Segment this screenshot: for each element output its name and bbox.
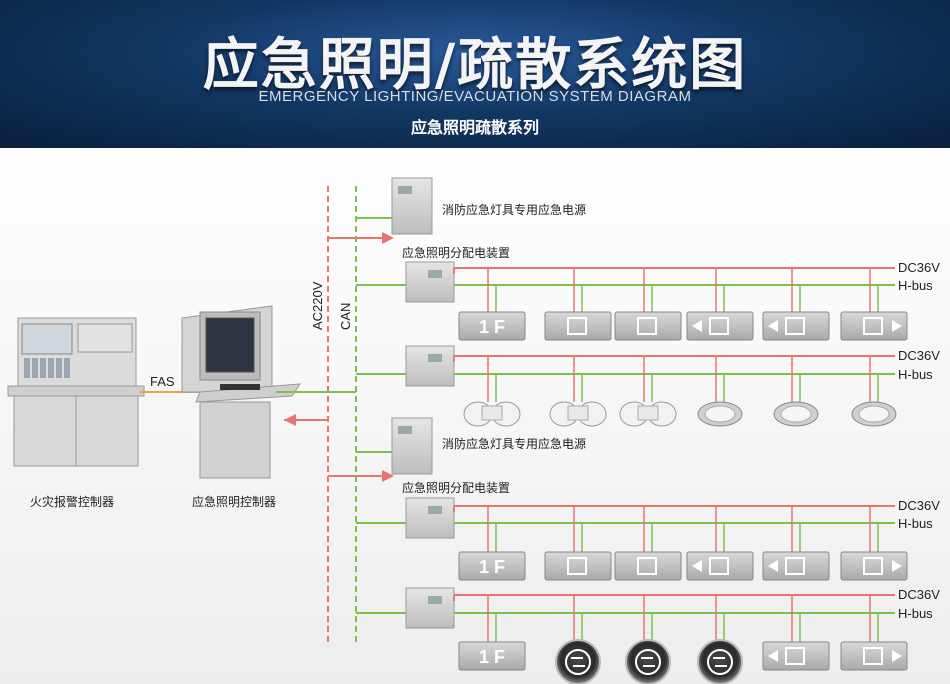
arrow-bars: [641, 657, 655, 667]
exit-door-icon: [637, 557, 657, 575]
direction-arrows-icon: [707, 649, 733, 675]
round-evacuation-sign: [555, 639, 601, 684]
exit-door-icon: [863, 557, 883, 575]
direction-arrows-icon: [565, 649, 591, 675]
diagram-canvas: 火灾报警控制器 FAS 应急照明控制器 AC220V CAN 消防应急灯具专用应…: [0, 148, 950, 684]
device-display: [428, 506, 442, 514]
arrow-right-icon: [892, 650, 902, 662]
evacuation-sign: [840, 641, 908, 671]
exit-door-icon: [567, 317, 587, 335]
evacuation-sign: [544, 311, 612, 341]
lamp-body: [637, 405, 659, 421]
evacuation-sign: [762, 551, 830, 581]
device-display: [428, 270, 442, 278]
power-supply-2-label: 消防应急灯具专用应急电源: [442, 436, 586, 451]
arrow-left-icon: [768, 320, 778, 332]
exit-door-icon: [785, 557, 805, 575]
arrow-right-icon: [892, 320, 902, 332]
round-evacuation-sign: [697, 639, 743, 684]
dist-device-2-label: 应急照明分配电装置: [402, 480, 510, 495]
fire-alarm-controller-label: 火灾报警控制器: [30, 494, 114, 509]
evacuation-sign: [458, 551, 526, 581]
page-subtitle-cn: 应急照明疏散系列: [410, 118, 539, 137]
emergency-lighting-controller: [181, 305, 301, 479]
device-display: [428, 354, 442, 362]
evacuation-sign: [614, 311, 682, 341]
exit-door-icon: [709, 317, 729, 335]
dc36v-label: DC36V: [898, 498, 940, 513]
exit-door-icon: [567, 557, 587, 575]
page-subtitle-en: EMERGENCY LIGHTING/EVACUATION SYSTEM DIA…: [258, 88, 692, 105]
dc36v-label: DC36V: [898, 260, 940, 275]
branch-1: DC36V H-bus 1 F: [356, 260, 940, 341]
h-bus-label: H-bus: [898, 278, 933, 293]
lamp-body: [481, 405, 503, 421]
h-bus-label: H-bus: [898, 606, 933, 621]
exit-door-icon: [863, 647, 883, 665]
dist-device-1-label: 应急照明分配电装置: [402, 245, 510, 260]
arrow-bars: [571, 657, 585, 667]
evacuation-sign: [762, 641, 830, 671]
distribution-device: [405, 345, 455, 387]
distribution-device: [405, 497, 455, 539]
arrow-left-icon: [692, 320, 702, 332]
exit-door-icon: [785, 317, 805, 335]
fas-label: FAS: [150, 374, 175, 389]
ac220v-label: AC220V: [310, 281, 325, 330]
exit-door-icon: [709, 557, 729, 575]
downlight-lens: [780, 405, 812, 423]
evacuation-sign: [840, 551, 908, 581]
evacuation-sign: [762, 311, 830, 341]
branch-4: DC36V H-bus 1 F: [356, 587, 940, 684]
downlight-lens: [858, 405, 890, 423]
direction-arrows-icon: [635, 649, 661, 675]
branch-3: DC36V H-bus 1 F: [356, 497, 940, 581]
floor-sign-text: 1 F: [479, 557, 505, 577]
distribution-device: [405, 261, 455, 303]
system-diagram: 火灾报警控制器 FAS 应急照明控制器 AC220V CAN 消防应急灯具专用应…: [7, 177, 940, 684]
evacuation-sign: [840, 311, 908, 341]
dc36v-label: DC36V: [898, 587, 940, 602]
distribution-device: [405, 587, 455, 629]
arrow-right-icon: [892, 560, 902, 572]
emergency-lighting-controller-label: 应急照明控制器: [192, 494, 276, 509]
evacuation-sign: [544, 551, 612, 581]
evacuation-sign: [686, 551, 754, 581]
branch-2: DC36V H-bus: [356, 345, 940, 427]
arrow-bars: [713, 657, 727, 667]
exit-door-icon: [637, 317, 657, 335]
evacuation-sign: [686, 311, 754, 341]
emergency-power-supply-1: [391, 177, 433, 235]
arrow-left-icon: [692, 560, 702, 572]
arrow-left-icon: [768, 650, 778, 662]
exit-door-icon: [785, 647, 805, 665]
fire-alarm-controller: [7, 317, 145, 467]
downlight-lens: [704, 405, 736, 423]
arrow-left-icon: [768, 560, 778, 572]
evacuation-sign: [614, 551, 682, 581]
h-bus-label: H-bus: [898, 367, 933, 382]
floor-sign-text: 1 F: [479, 317, 505, 337]
exit-door-icon: [863, 317, 883, 335]
emergency-power-supply-2: [391, 417, 433, 475]
evacuation-sign: [458, 641, 526, 671]
floor-sign-text: 1 F: [479, 647, 505, 667]
evacuation-sign: [458, 311, 526, 341]
lamp-body: [567, 405, 589, 421]
dc36v-label: DC36V: [898, 348, 940, 363]
device-display: [428, 596, 442, 604]
round-evacuation-sign: [625, 639, 671, 684]
h-bus-label: H-bus: [898, 516, 933, 531]
page-title: 应急照明/疏散系统图: [202, 33, 748, 98]
header-banner: 应急照明/疏散系统图 EMERGENCY LIGHTING/EVACUATION…: [0, 0, 950, 148]
can-label: CAN: [338, 303, 353, 330]
power-supply-1-label: 消防应急灯具专用应急电源: [442, 202, 586, 217]
